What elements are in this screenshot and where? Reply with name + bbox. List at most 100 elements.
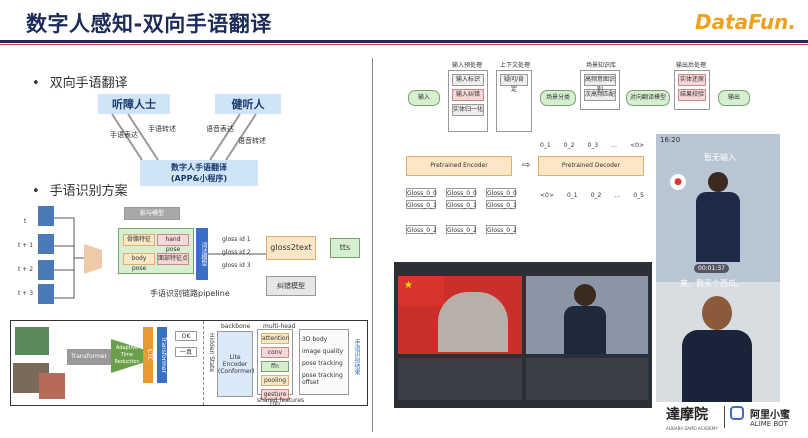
arrow-left-up — [127, 113, 159, 161]
phone-subtitle: 来，我买个西瓜。 — [680, 279, 744, 288]
gloss-id-2: gloss id 2 — [222, 249, 251, 256]
gloss-col-2: Gloss_0_0 Gloss_0_1 Gloss_0_2 — [486, 188, 517, 234]
vertical-model-box: 词法模型 — [196, 228, 208, 280]
feature-hand-pose: hand pose — [157, 234, 189, 253]
decoder-box: Pretrained Decoder — [538, 156, 644, 176]
phone-record-icon[interactable]: ● — [670, 174, 686, 190]
feature-face: 面部特征点 — [157, 253, 189, 265]
gloss-cell: Gloss_0_0 — [446, 188, 477, 197]
flow-translate: 对向翻译模型 — [626, 90, 670, 106]
label-voice-relay: 语音转述 — [238, 137, 266, 145]
arch-adaptive-box: Adaptive Time Reduction — [111, 339, 143, 373]
output-row-1: image quality — [302, 348, 344, 355]
arrow-right-down — [209, 113, 241, 161]
frame-label-t: t — [24, 218, 27, 225]
frame-label-t2: t + 2 — [18, 266, 34, 273]
arch-face-thumb-0 — [15, 327, 49, 355]
post-item-0: 实体还原 — [678, 74, 706, 86]
arch-yiyi-box: 一真 — [175, 347, 197, 357]
feature-skeleton: 骨骼特征 — [123, 234, 155, 246]
gloss-cell: Gloss_0_1 — [446, 200, 477, 209]
dec-out-bot-4: 0_5 — [633, 192, 644, 199]
party-hearing: 健听人 — [215, 94, 281, 114]
phone-camera-feed: 来，我买个西瓜。 — [656, 279, 780, 402]
bullet-sign-recognition-text: 手语识别方案 — [49, 184, 128, 199]
decoder-outputs-top: 0_1 0_2 0_3 ... <0> — [540, 142, 644, 149]
dec-out-bot-3: ... — [614, 192, 621, 199]
phone-status: 暂无输入 — [704, 153, 736, 162]
avatar-caption-area — [526, 358, 648, 400]
frame-thumb-1 — [38, 234, 54, 254]
dec-out-top-3: ... — [611, 142, 617, 149]
bullet-bidirectional-text: 双向手语翻译 — [49, 76, 128, 91]
dec-out-bot-2: 0_2 — [590, 192, 602, 199]
arch-transformer-box: Transformer — [67, 349, 111, 365]
damo-sub: ALIBABA DAMO ACADEMY — [666, 426, 718, 431]
head-row-0: attention — [261, 333, 290, 344]
user-body — [682, 330, 752, 402]
arch-right-label: 手语识别结果 — [353, 339, 360, 375]
gloss-col-1: Gloss_0_0 Gloss_0_1 Gloss_0_2 — [446, 188, 477, 234]
phone-avatar-head — [708, 172, 728, 192]
crowd-image — [438, 292, 508, 352]
dec-out-top-0: 0_1 — [540, 142, 551, 149]
bidirectional-arrows — [111, 113, 257, 161]
frame-thumb-2 — [38, 260, 54, 280]
title-accent-line — [0, 44, 808, 45]
arch-encoder-label: Lite Encoder — [222, 354, 248, 368]
page-title: 数字人感知-双向手语翻译 — [26, 12, 272, 36]
encoder-box: Pretrained Encoder — [406, 156, 512, 176]
gloss-cell: Gloss_0_2 — [446, 225, 477, 234]
architecture-frame: Transformer Adaptive Time Reduction CTC … — [10, 320, 368, 407]
tts-box: tts — [330, 238, 360, 258]
center-app-box: 数字人手语翻译 (APP&小程序) — [140, 160, 258, 186]
gloss-id-3: gloss id 3 — [222, 262, 251, 269]
arch-ctc-box: CTC — [143, 327, 153, 383]
party-deaf: 听障人士 — [98, 94, 170, 114]
arch-decoder-box: Transformer — [157, 327, 167, 383]
app-screenshot: ★ — [394, 262, 652, 408]
arch-separator — [203, 321, 205, 405]
gloss-arrows — [208, 253, 268, 255]
alime-logo: 阿里小蜜 — [750, 410, 790, 421]
label-sign-relay: 手语转述 — [148, 125, 176, 133]
flow-output: 输出 — [718, 90, 750, 106]
decoder-outputs-bottom: <0> 0_1 0_2 ... 0_5 — [540, 192, 644, 199]
alime-icon — [730, 406, 744, 420]
phone-time: 16:20 — [660, 136, 681, 144]
stage-kb: 场景知识库 — [586, 62, 617, 69]
arch-face-thumb-2 — [39, 373, 65, 399]
arch-ok-box: OK — [175, 331, 197, 341]
encdec-arrow: ⇨ — [522, 160, 531, 171]
kb-item-1: 次高频匹配 — [584, 89, 616, 101]
gloss-cell: Gloss_0_2 — [406, 225, 437, 234]
flow-scene-classify: 场景分类 — [540, 90, 576, 106]
avatar-body — [564, 306, 606, 354]
gloss-col-0: Gloss_0_0 Gloss_0_1 Gloss_0_2 — [406, 188, 437, 234]
datafun-logo: DataFun. — [695, 10, 796, 34]
bullet-bidirectional: •双向手语翻译 — [32, 76, 128, 91]
stage-preprocess: 输入预处理 — [452, 62, 483, 69]
dec-out-top-2: 0_3 — [587, 142, 599, 149]
head-row-1: conv — [261, 347, 289, 358]
gloss-grid: Gloss_0_0 Gloss_0_1 Gloss_0_2 Gloss_0_0 … — [406, 188, 517, 234]
center-app-sub: (APP&小程序) — [170, 174, 228, 183]
damo-logo: 達摩院 — [666, 407, 708, 423]
pre-item-2: 实体归一化 — [452, 104, 484, 116]
arch-head-stack: attention conv ffn pooling gesture rnn — [257, 329, 293, 407]
output-row-0: 3D body — [302, 336, 328, 343]
phone-timer: 00:01:37 — [694, 264, 729, 273]
alime-sub: ALIME BOT — [750, 420, 788, 428]
title-underline — [0, 40, 808, 43]
phone-screen: 16:20 暂无输入 ● 00:01:37 — [656, 134, 780, 282]
center-divider — [372, 58, 373, 432]
shadow-model-box: 影与模型 — [124, 207, 180, 220]
arch-adaptive-label: Adaptive Time Reduction — [114, 345, 140, 365]
flow-input: 输入 — [408, 90, 440, 106]
correction-box: 纠错模型 — [266, 276, 316, 296]
brand-divider — [724, 406, 725, 428]
arch-encoder-sub: (Conformer) — [218, 368, 255, 375]
flag-star-icon: ★ — [404, 280, 413, 291]
arch-side-label: Hidden State — [208, 333, 215, 373]
pre-item-1: 输入纠错 — [452, 89, 484, 101]
